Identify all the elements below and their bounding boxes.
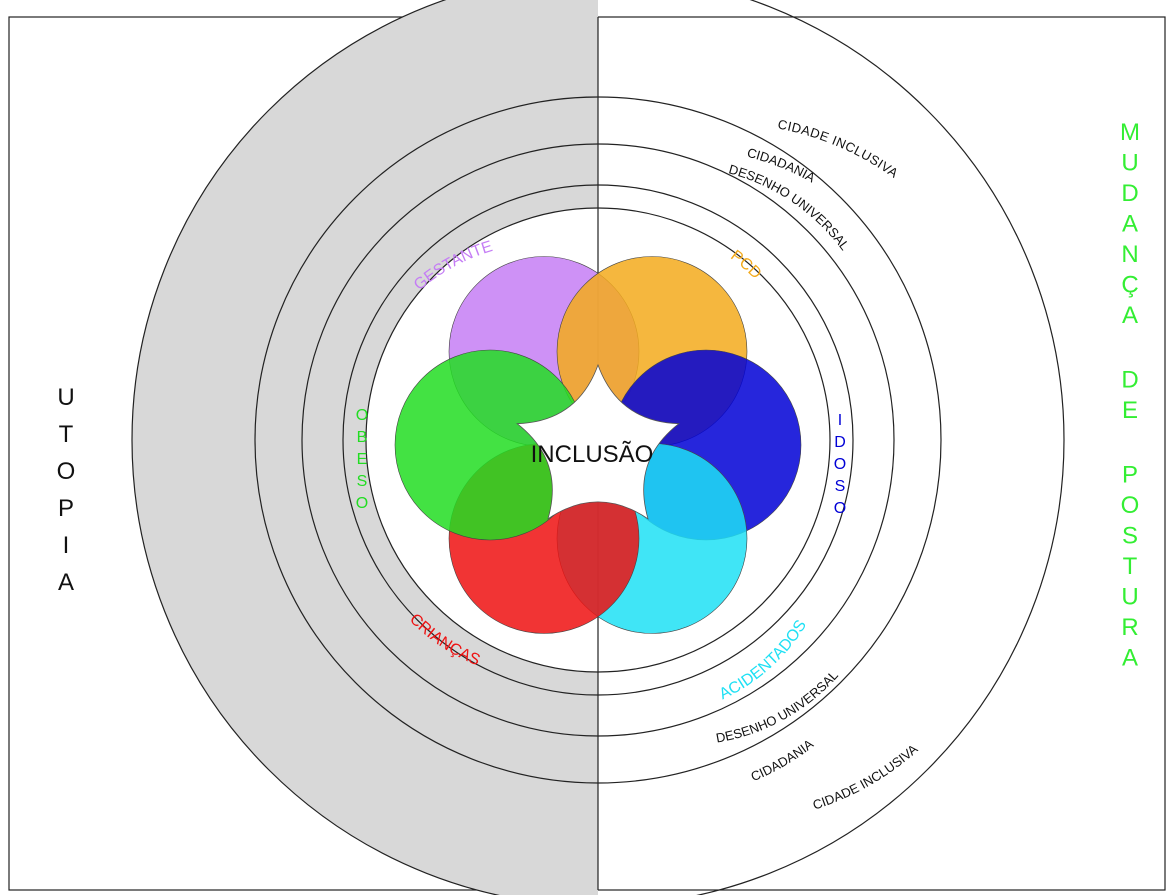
center-label: INCLUSÃO	[531, 441, 654, 468]
utopia-shade	[132, 0, 598, 895]
utopia-letter: I	[63, 532, 70, 559]
right-word-letter: D	[1121, 367, 1138, 394]
right-word-letter: U	[1121, 584, 1138, 611]
right-word-letter: A	[1122, 211, 1138, 238]
center-star	[516, 363, 680, 520]
obeso-letter: O	[356, 407, 368, 424]
petal-group	[394, 256, 802, 634]
obeso-letter: B	[357, 429, 368, 446]
utopia-letter: T	[59, 421, 74, 448]
utopia-letter: A	[58, 569, 74, 596]
utopia-letter: O	[57, 458, 76, 485]
idoso-letter: I	[838, 412, 842, 429]
right-word-letter: E	[1122, 397, 1138, 424]
obeso-letter: O	[356, 495, 368, 512]
right-word-letter: A	[1122, 302, 1138, 329]
idoso-letter: D	[834, 434, 846, 451]
idoso-letter: S	[835, 478, 846, 495]
idoso-letter: O	[834, 456, 846, 473]
ring-outer	[131, 0, 1065, 895]
right-word-letter: O	[1121, 492, 1140, 519]
right-word-letter: P	[1122, 462, 1138, 489]
obeso-letter: S	[357, 473, 368, 490]
obeso-letter: E	[357, 451, 368, 468]
utopia-letter: P	[58, 495, 74, 522]
right-word-letter: Ç	[1121, 272, 1138, 299]
right-word-letter: S	[1122, 523, 1138, 550]
right-word-letter: R	[1121, 614, 1138, 641]
utopia-letter: U	[57, 384, 74, 411]
right-word-letter: T	[1123, 553, 1138, 580]
idoso-letter: O	[834, 500, 846, 517]
right-word-letter: U	[1121, 150, 1138, 177]
right-word-letter: M	[1120, 119, 1140, 146]
right-word-letter: A	[1122, 645, 1138, 672]
right-word-letter: N	[1121, 241, 1138, 268]
right-word-letter: D	[1121, 180, 1138, 207]
